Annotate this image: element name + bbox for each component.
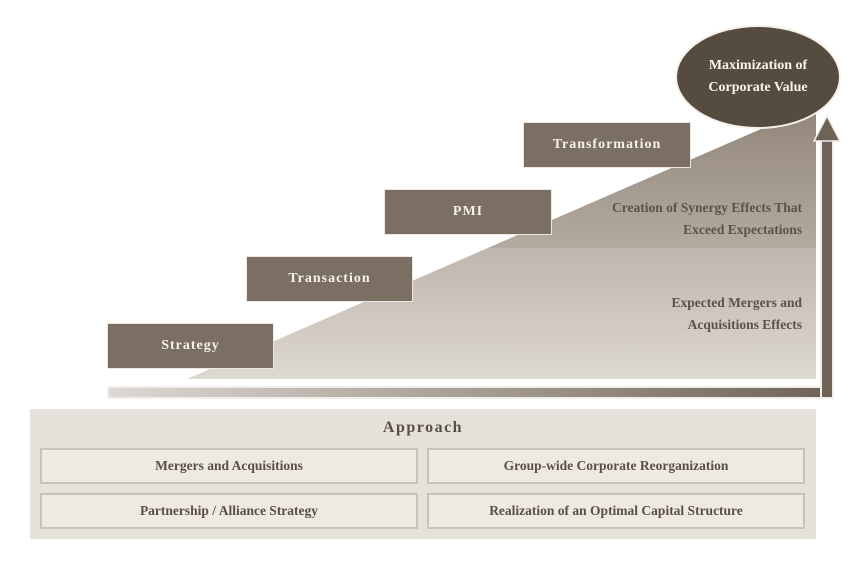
step-label: Transaction <box>288 271 371 286</box>
approach-panel: Approach Mergers and Acquisitions Group-… <box>30 409 816 539</box>
synergy-effects-line2: Exceed Expectations <box>683 222 802 237</box>
goal-line2: Corporate Value <box>708 80 808 95</box>
step-transaction: Transaction <box>247 257 412 301</box>
synergy-effects-line1: Creation of Synergy Effects That <box>612 200 802 215</box>
approach-item-label: Realization of an Optimal Capital Struct… <box>489 503 743 518</box>
step-transformation: Transformation <box>524 123 690 167</box>
synergy-effects-label: Creation of Synergy Effects That Exceed … <box>612 197 802 241</box>
approach-title: Approach <box>382 419 464 436</box>
approach-item-mergers-acquisitions: Mergers and Acquisitions <box>40 448 418 484</box>
step-label: Transformation <box>552 137 662 152</box>
expected-effects-label: Expected Mergers and Acquisitions Effect… <box>672 292 802 336</box>
expected-effects-line1: Expected Mergers and <box>671 295 802 310</box>
approach-item-optimal-capital-structure: Realization of an Optimal Capital Struct… <box>427 493 805 529</box>
approach-item-partnership-alliance: Partnership / Alliance Strategy <box>40 493 418 529</box>
arrow-head-icon <box>812 114 842 142</box>
step-label: PMI <box>452 204 484 219</box>
approach-item-label: Group-wide Corporate Reorganization <box>503 458 729 473</box>
goal-line1: Maximization of <box>708 58 808 73</box>
step-label: Strategy <box>161 338 220 353</box>
approach-item-label: Partnership / Alliance Strategy <box>139 503 319 518</box>
base-bar <box>109 388 831 397</box>
approach-item-group-reorganization: Group-wide Corporate Reorganization <box>427 448 805 484</box>
goal-ellipse: Maximization of Corporate Value <box>675 25 841 129</box>
arrow-shaft <box>822 136 832 397</box>
expected-effects-line2: Acquisitions Effects <box>687 317 802 332</box>
step-pmi: PMI <box>385 190 551 234</box>
approach-item-label: Mergers and Acquisitions <box>155 458 303 473</box>
step-strategy: Strategy <box>108 324 273 368</box>
